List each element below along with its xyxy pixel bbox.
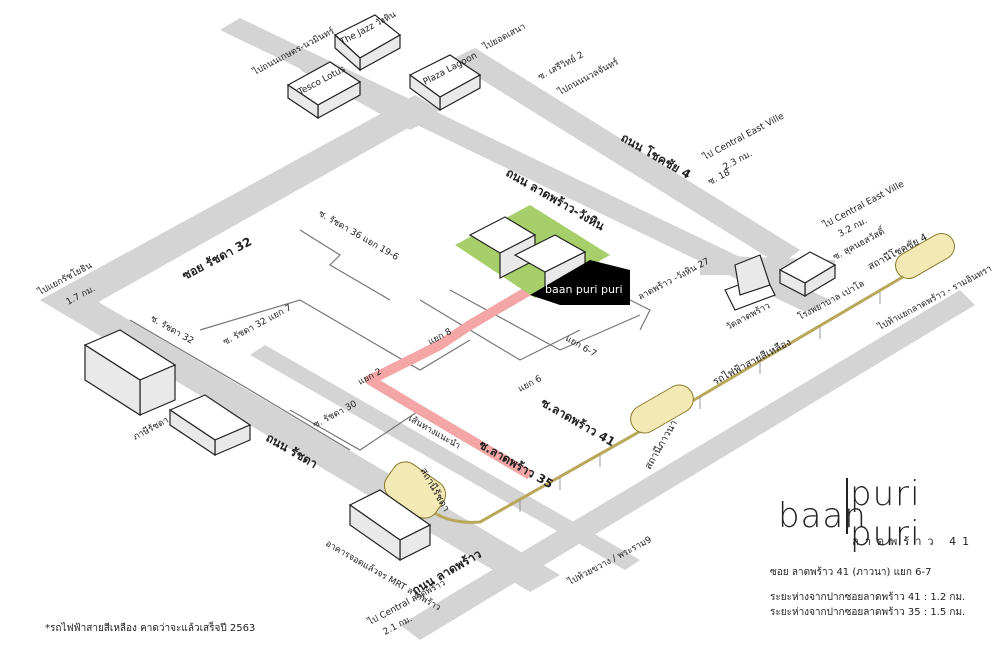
project-site: baan puri puri [455, 205, 630, 305]
landmark-jazz [333, 14, 402, 72]
brand-sub: ลาดพร้าว 41 [852, 535, 976, 548]
footnote: *รถไฟฟ้าสายสีเหลือง คาดว่าจะแล้วเสร็จปี … [45, 623, 256, 634]
landmark-plaza [408, 54, 482, 112]
road-ladprao-bottom [400, 290, 975, 640]
ratchada-center-front [84, 343, 141, 417]
mrt-building [348, 489, 432, 562]
info-address: ซอย ลาดพร้าว 41 (ภาวนา) แยก 6-7 [770, 567, 932, 578]
landmark-hospital [778, 251, 837, 298]
landmark-tesco [286, 61, 362, 120]
brand-baan: baan [778, 496, 867, 536]
station-phawana [630, 384, 694, 434]
landmark-jazz-front [334, 33, 361, 72]
road-chokchai4 [450, 48, 800, 265]
project-info: ซอย ลาดพร้าว 41 (ภาวนา) แยก 6-7 ระยะห่าง… [770, 565, 995, 620]
label-soi-yaek6: แยก 6 [517, 374, 544, 395]
label-soi-ratchada36: ซ. รัชดา 36 แยก 19-6 [317, 209, 401, 263]
temple-roof [734, 254, 771, 296]
label-soi-ladprao41: ซ.ลาดพร้าว 41 [539, 395, 618, 449]
soi-ratchada32-7 [199, 299, 471, 371]
recommended-route [365, 285, 533, 480]
ratchada-center-annex-front [169, 408, 216, 457]
station-chokchai4-shape [895, 233, 955, 279]
landmark-hospital-front [779, 269, 806, 297]
label-ratchada-center: ภาษีรัชดา [131, 415, 170, 443]
dir-to-central-ev1-dist: 2.3 กม. [722, 149, 754, 173]
project-block [530, 260, 630, 305]
soi-ratchada32b [129, 319, 351, 451]
landmark-plaza-front [409, 73, 441, 112]
info-gap [770, 580, 995, 590]
brand-divider [846, 478, 848, 534]
info-dist41: ระยะห่างจากปากซอยลาดพร้าว 41 : 1.2 กม. [770, 592, 966, 603]
soi-yaek6 [419, 299, 581, 361]
brand-logo: puri puri baan ลาดพร้าว 41 [760, 470, 990, 554]
label-soi-ladprao-wanghin27: ลาดพร้าว -วังหิน 27 [636, 256, 711, 303]
soi-ratchada36 [299, 229, 391, 301]
ratchada-center [83, 329, 252, 457]
landmark-temple [724, 254, 776, 311]
project-sign: baan puri puri [545, 283, 623, 296]
dir-to-yothin: ไปยอดเสนา [480, 21, 527, 53]
road-soi-ratchada32 [40, 95, 440, 318]
station-chokchai4 [895, 233, 955, 279]
station-phawana-shape [630, 384, 694, 434]
info-dist35: ระยะห่างจากปากซอยลาดพร้าว 35 : 1.5 กม. [770, 607, 966, 618]
landmark-tesco-front [287, 83, 319, 120]
road-soi-41 [250, 345, 640, 570]
mrt-building-front [349, 503, 401, 562]
soi-ratchada30 [289, 409, 421, 451]
label-soi-ratchada32-7: ซ. รัชดา 32 แยก 7 [222, 303, 294, 347]
label-yellow-line: รถไฟฟ้าสายสีเหลือง [711, 336, 793, 387]
brand-puri: puri puri [850, 474, 921, 554]
